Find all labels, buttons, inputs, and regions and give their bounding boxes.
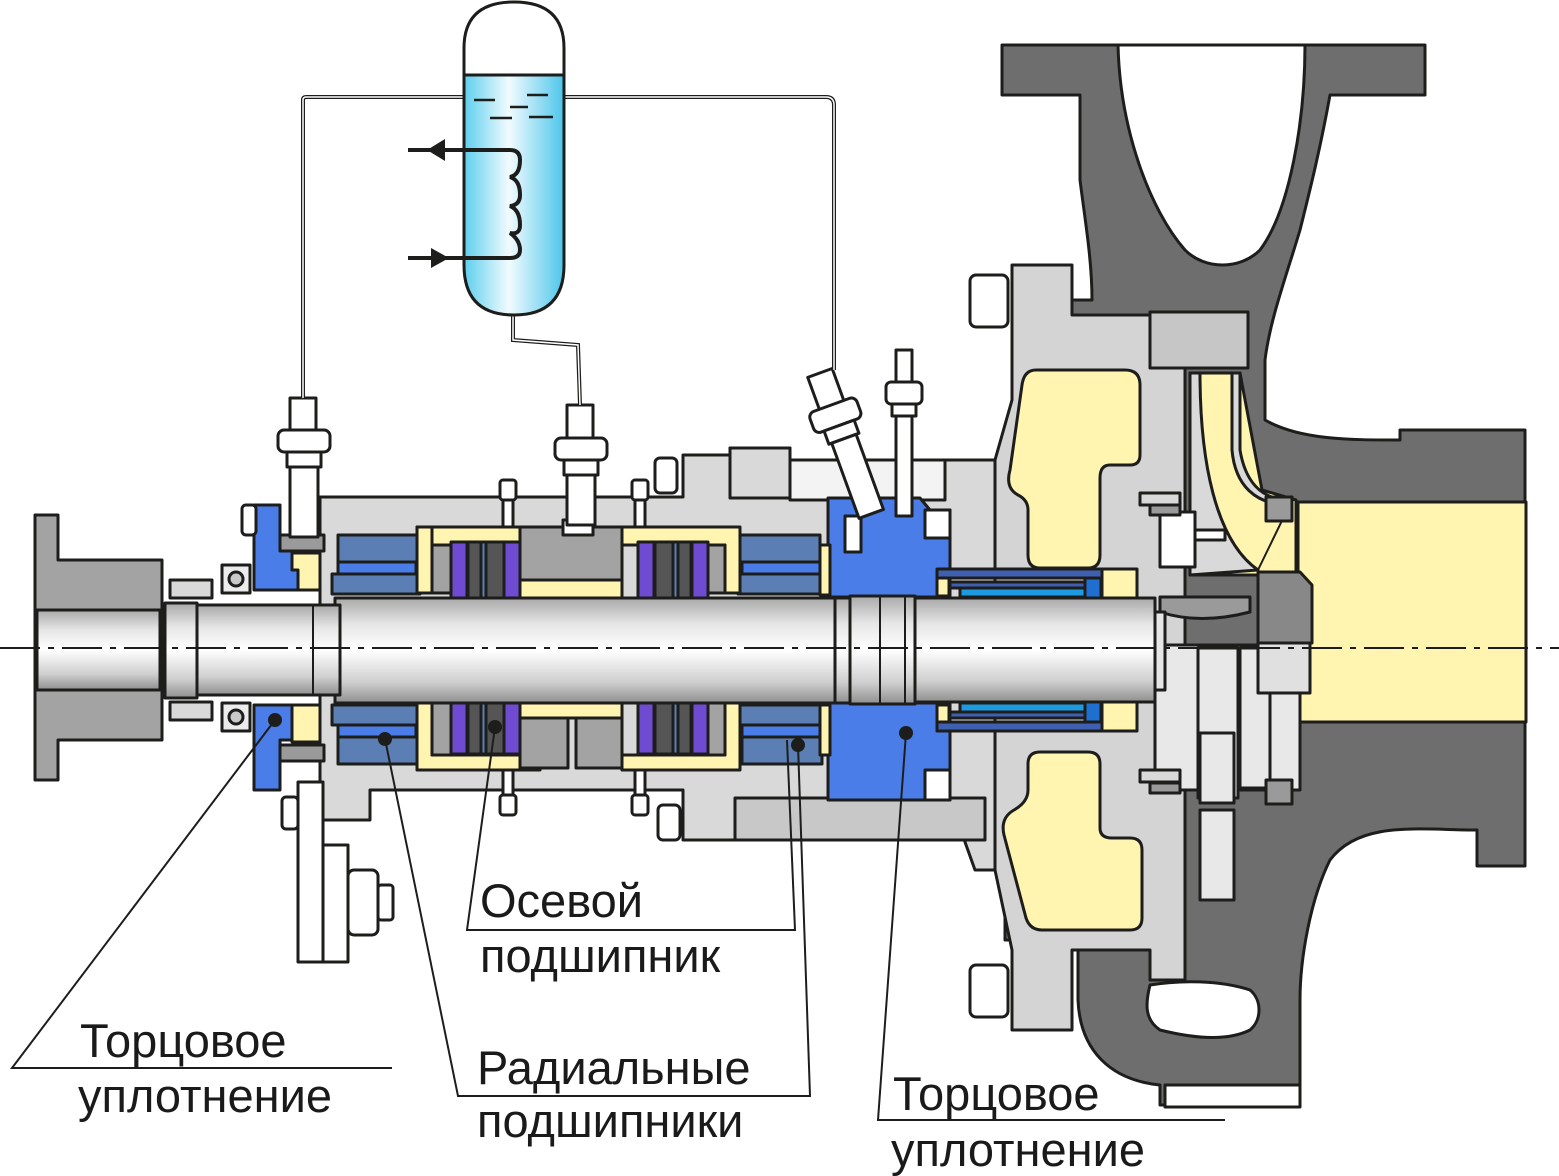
label-radial-bearings-line2: подшипники xyxy=(477,1094,743,1147)
label-mech-seal-right-line1: Торцовое xyxy=(893,1067,1100,1120)
label-mech-seal-right: Торцовое уплотнение xyxy=(891,1067,1145,1176)
label-mech-seal-left-line2: уплотнение xyxy=(78,1069,332,1122)
label-mech-seal-right-line2: уплотнение xyxy=(891,1123,1145,1176)
label-axial-bearing-line1: Осевой xyxy=(480,874,643,927)
label-mech-seal-left-line1: Торцовое xyxy=(80,1014,287,1067)
label-radial-bearings: Радиальные подшипники xyxy=(477,1041,751,1147)
impeller xyxy=(1138,371,1314,902)
pump-shaft xyxy=(193,594,1167,706)
sensor-fittings xyxy=(276,348,924,539)
label-radial-bearings-line1: Радиальные xyxy=(477,1041,751,1094)
coil-outlet-arrow-icon xyxy=(427,139,445,161)
label-axial-bearing-line2: подшипник xyxy=(480,929,721,982)
product-lubricated-bearing xyxy=(935,567,1139,733)
coil-inlet-arrow-icon xyxy=(431,248,449,268)
barrier-fluid-tank xyxy=(301,0,836,406)
coupling-hub xyxy=(33,513,214,782)
leader-lines xyxy=(9,713,1225,1121)
radial-bearing-left xyxy=(330,533,422,766)
label-axial-bearing: Осевой подшипник xyxy=(480,874,721,982)
fasteners xyxy=(220,273,1010,1019)
label-mech-seal-left: Торцовое уплотнение xyxy=(78,1014,332,1122)
mechanical-seal-right xyxy=(818,496,952,802)
suction-fluid xyxy=(1296,500,1528,724)
cooling-coil xyxy=(408,148,523,260)
support-foot xyxy=(280,780,395,964)
